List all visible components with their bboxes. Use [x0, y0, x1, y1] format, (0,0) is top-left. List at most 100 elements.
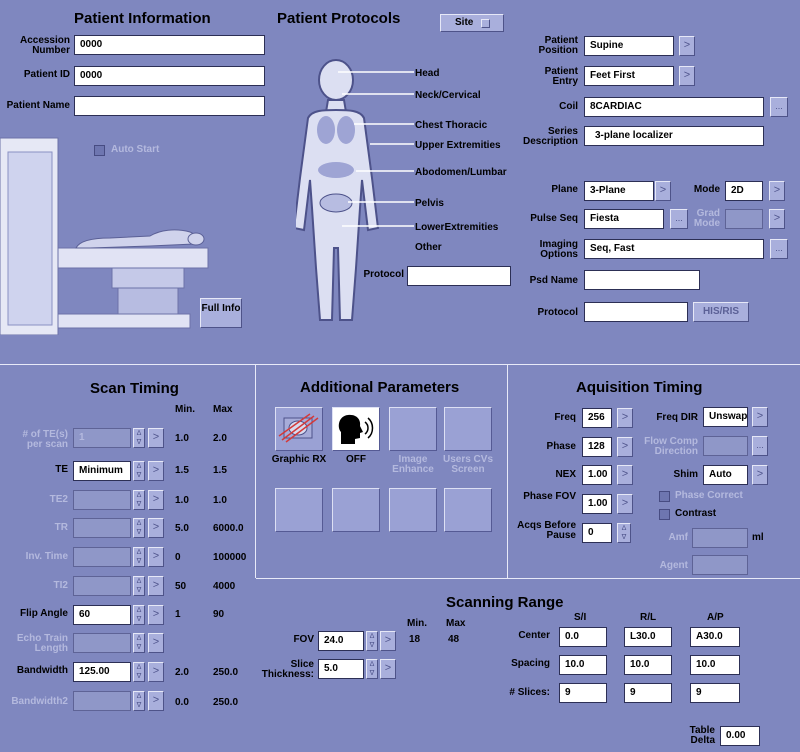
phase-fov-input[interactable]: 1.00: [582, 494, 612, 514]
spacing-ap-input[interactable]: 10.0: [690, 655, 740, 675]
slice-thickness-spinner-icon[interactable]: ∆∇: [366, 659, 378, 679]
inv-time-spinner-icon[interactable]: ∆∇: [133, 547, 145, 567]
tr-input[interactable]: [73, 518, 131, 538]
slices-ap-input[interactable]: 9: [690, 683, 740, 703]
region-lower-extremities[interactable]: LowerExtremities: [415, 222, 499, 233]
ti2-input[interactable]: [73, 576, 131, 596]
nex-arrow-icon[interactable]: >: [617, 465, 633, 485]
full-info-button[interactable]: Full Info: [200, 298, 242, 328]
te-arrow-icon[interactable]: >: [148, 461, 164, 481]
plane-arrow-icon[interactable]: >: [655, 181, 671, 201]
bandwidth-spinner-icon[interactable]: ∆∇: [133, 662, 145, 682]
flow-comp-input[interactable]: [703, 436, 748, 456]
phase-arrow-icon[interactable]: >: [617, 437, 633, 457]
protocol-input[interactable]: [407, 266, 511, 286]
table-delta-input[interactable]: 0.00: [720, 726, 760, 746]
audio-toggle-button[interactable]: [332, 407, 380, 451]
accession-input[interactable]: 0000: [74, 35, 265, 55]
contrast-checkbox[interactable]: [659, 509, 670, 520]
region-pelvis[interactable]: Pelvis: [415, 198, 444, 209]
his-ris-button[interactable]: HIS/RIS: [693, 302, 749, 322]
freq-dir-arrow-icon[interactable]: >: [752, 407, 768, 427]
tr-arrow-icon[interactable]: >: [148, 518, 164, 538]
patient-entry-input[interactable]: Feet First: [584, 66, 674, 86]
auto-start-checkbox[interactable]: [94, 145, 105, 156]
coil-ellipsis-icon[interactable]: ...: [770, 97, 788, 117]
shim-arrow-icon[interactable]: >: [752, 465, 768, 485]
region-abdomen[interactable]: Abodomen/Lumbar: [415, 167, 507, 178]
inv-time-input[interactable]: [73, 547, 131, 567]
flip-angle-arrow-icon[interactable]: >: [148, 605, 164, 625]
region-chest[interactable]: Chest Thoracic: [415, 120, 488, 131]
bandwidth2-arrow-icon[interactable]: >: [148, 691, 164, 711]
setup-protocol-input[interactable]: [584, 302, 688, 322]
bandwidth-input[interactable]: 125.00: [73, 662, 131, 682]
graphic-rx-button[interactable]: [275, 407, 323, 451]
freq-arrow-icon[interactable]: >: [617, 408, 633, 428]
coil-input[interactable]: 8CARDIAC: [584, 97, 764, 117]
bandwidth2-input[interactable]: [73, 691, 131, 711]
image-enhance-button[interactable]: [389, 407, 437, 451]
num-te-spinner-icon[interactable]: ∆∇: [133, 428, 145, 448]
fov-spinner-icon[interactable]: ∆∇: [366, 631, 378, 651]
phase-correct-checkbox[interactable]: [659, 491, 670, 502]
tr-spinner-icon[interactable]: ∆∇: [133, 518, 145, 538]
te2-arrow-icon[interactable]: >: [148, 490, 164, 510]
patient-position-arrow-icon[interactable]: >: [679, 36, 695, 56]
pulse-seq-input[interactable]: Fiesta: [584, 209, 664, 229]
echo-train-input[interactable]: [73, 633, 131, 653]
slices-rl-input[interactable]: 9: [624, 683, 672, 703]
echo-train-arrow-icon[interactable]: >: [148, 633, 164, 653]
inv-time-arrow-icon[interactable]: >: [148, 547, 164, 567]
param-tile-5[interactable]: [275, 488, 323, 532]
te-input[interactable]: Minimum: [73, 461, 131, 481]
flip-angle-spinner-icon[interactable]: ∆∇: [133, 605, 145, 625]
mode-input[interactable]: 2D: [725, 181, 763, 201]
flip-angle-input[interactable]: 60: [73, 605, 131, 625]
fov-input[interactable]: 24.0: [318, 631, 364, 651]
grad-mode-input[interactable]: [725, 209, 763, 229]
psd-name-input[interactable]: [584, 270, 700, 290]
imaging-options-ellipsis-icon[interactable]: ...: [770, 239, 788, 259]
patient-position-input[interactable]: Supine: [584, 36, 674, 56]
bandwidth2-spinner-icon[interactable]: ∆∇: [133, 691, 145, 711]
center-ap-input[interactable]: A30.0: [690, 627, 740, 647]
te2-spinner-icon[interactable]: ∆∇: [133, 490, 145, 510]
ti2-spinner-icon[interactable]: ∆∇: [133, 576, 145, 596]
acqs-spinner-icon[interactable]: ∆∇: [617, 523, 631, 543]
region-neck[interactable]: Neck/Cervical: [415, 90, 481, 101]
series-description-input[interactable]: 3-plane localizer: [584, 126, 764, 146]
shim-input[interactable]: Auto: [703, 465, 748, 485]
region-head[interactable]: Head: [415, 68, 440, 79]
site-button[interactable]: Site: [440, 14, 504, 32]
num-te-arrow-icon[interactable]: >: [148, 428, 164, 448]
slices-si-input[interactable]: 9: [559, 683, 607, 703]
te2-input[interactable]: [73, 490, 131, 510]
nex-input[interactable]: 1.00: [582, 465, 612, 485]
param-tile-6[interactable]: [332, 488, 380, 532]
freq-input[interactable]: 256: [582, 408, 612, 428]
users-cvs-button[interactable]: [444, 407, 492, 451]
ti2-arrow-icon[interactable]: >: [148, 576, 164, 596]
spacing-rl-input[interactable]: 10.0: [624, 655, 672, 675]
flow-comp-ellipsis-icon[interactable]: ...: [752, 436, 768, 456]
amf-input[interactable]: [692, 528, 748, 548]
param-tile-8[interactable]: [444, 488, 492, 532]
plane-input[interactable]: 3-Plane: [584, 181, 654, 201]
patient-name-input[interactable]: [74, 96, 265, 116]
region-other[interactable]: Other: [415, 242, 442, 253]
region-upper-extremities[interactable]: Upper Extremities: [415, 140, 501, 151]
te-spinner-icon[interactable]: ∆∇: [133, 461, 145, 481]
patient-id-input[interactable]: 0000: [74, 66, 265, 86]
echo-train-spinner-icon[interactable]: ∆∇: [133, 633, 145, 653]
imaging-options-input[interactable]: Seq, Fast: [584, 239, 764, 259]
grad-mode-arrow-icon[interactable]: >: [769, 209, 785, 229]
mode-arrow-icon[interactable]: >: [769, 181, 785, 201]
phase-fov-arrow-icon[interactable]: >: [617, 494, 633, 514]
agent-input[interactable]: [692, 555, 748, 575]
freq-dir-input[interactable]: Unswap: [703, 407, 748, 427]
spacing-si-input[interactable]: 10.0: [559, 655, 607, 675]
param-tile-7[interactable]: [389, 488, 437, 532]
acqs-before-pause-input[interactable]: 0: [582, 523, 612, 543]
slice-thickness-arrow-icon[interactable]: >: [380, 659, 396, 679]
